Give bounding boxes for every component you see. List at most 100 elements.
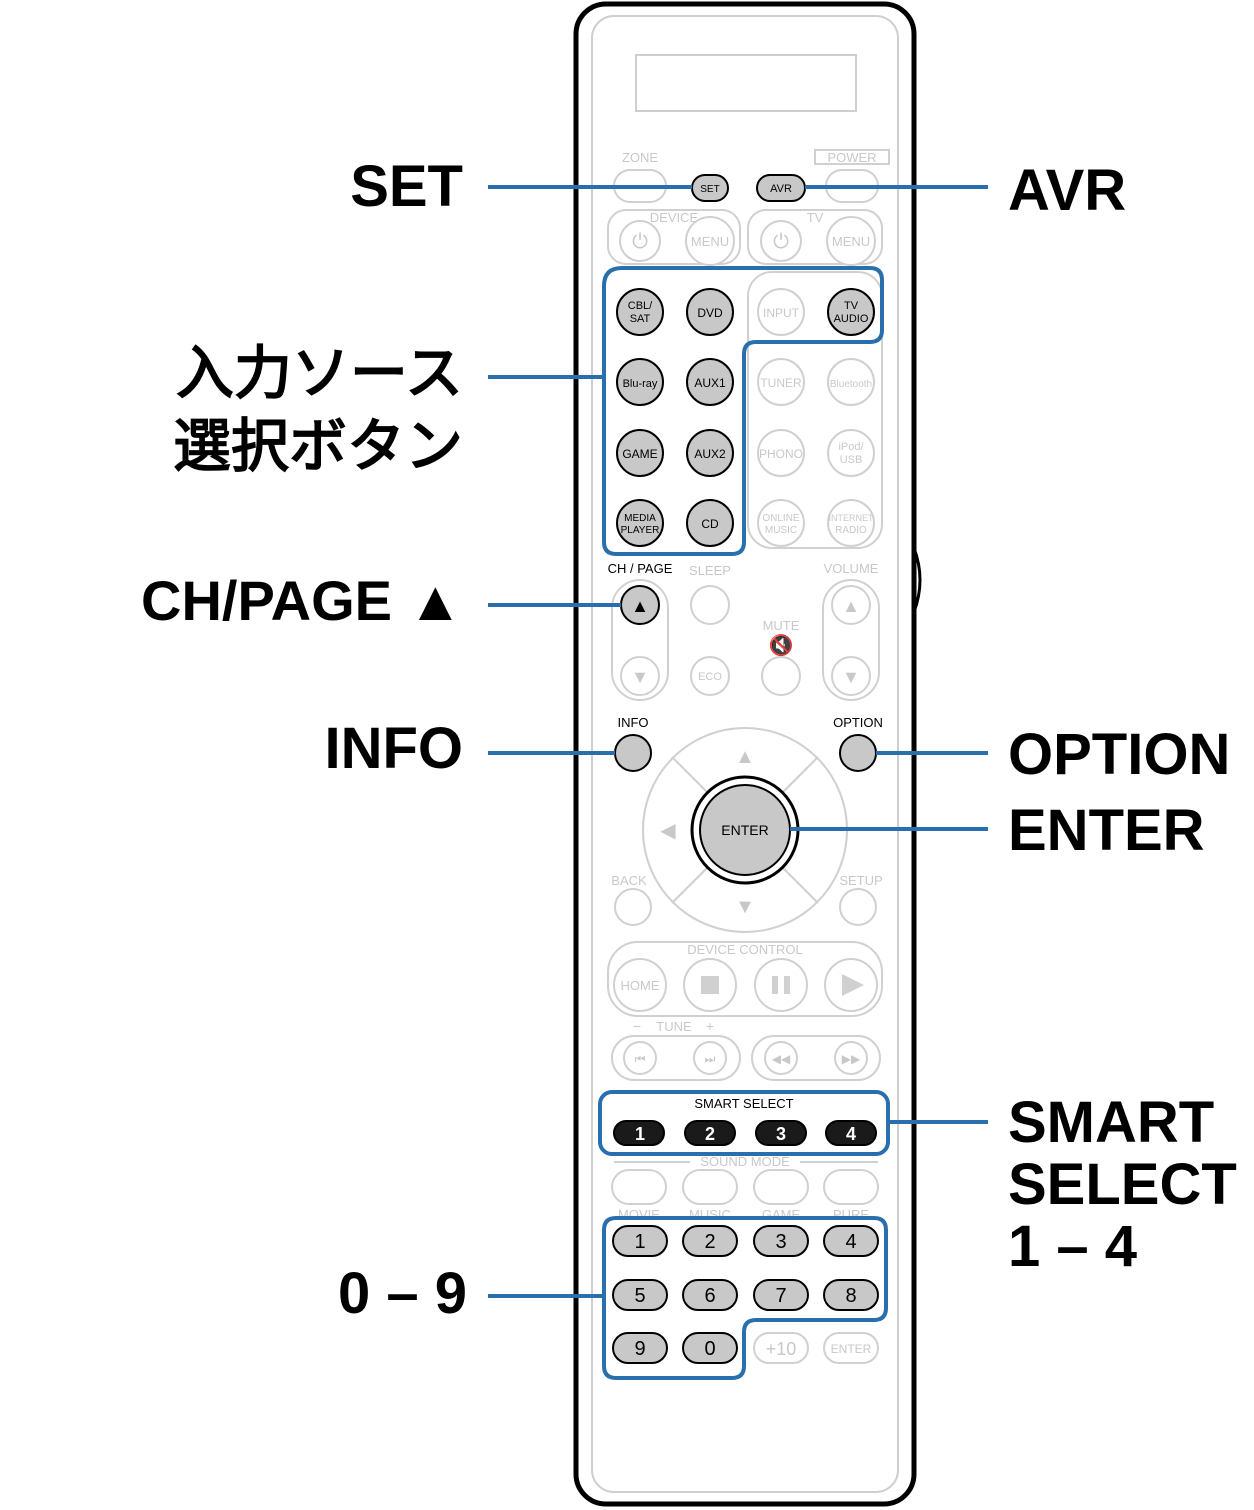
num-3-button[interactable] xyxy=(753,1225,809,1257)
game-button[interactable] xyxy=(616,429,664,477)
tv-menu-button[interactable] xyxy=(826,216,876,266)
bluray-label: Blu-ray xyxy=(623,378,658,390)
home-label: HOME xyxy=(621,978,660,993)
tune-up-button[interactable] xyxy=(693,1041,727,1075)
enter-small-button[interactable] xyxy=(823,1332,879,1364)
back-button[interactable] xyxy=(614,888,652,926)
tune-down-button[interactable] xyxy=(623,1041,657,1075)
mute-icon: 🔇 xyxy=(769,633,794,657)
tuner-button[interactable] xyxy=(757,358,805,406)
smart-select-3-button[interactable] xyxy=(755,1120,807,1146)
bluray-button[interactable] xyxy=(616,358,664,406)
plus10-button[interactable] xyxy=(753,1332,809,1364)
num-4-label: 4 xyxy=(845,1231,856,1253)
ch-page-down-icon: ▼ xyxy=(631,667,649,687)
online-music-button[interactable] xyxy=(757,499,805,547)
device-menu-button[interactable] xyxy=(685,216,735,266)
smart-select-callout-line-2: SELECT xyxy=(1008,1152,1237,1217)
media-player-button[interactable] xyxy=(616,499,664,547)
num-5-button[interactable] xyxy=(612,1279,668,1311)
avr-button-label: AVR xyxy=(770,183,792,195)
cd-button[interactable] xyxy=(686,499,734,547)
tuner-label: TUNER xyxy=(760,376,802,390)
smart-select-4-button[interactable] xyxy=(825,1120,877,1146)
device-power-button[interactable] xyxy=(619,220,661,262)
phono-button[interactable] xyxy=(757,429,805,477)
input-label: INPUT xyxy=(763,306,800,320)
bluetooth-button[interactable] xyxy=(827,358,875,406)
bluetooth-label: Bluetooth xyxy=(830,379,872,390)
num-5-label: 5 xyxy=(634,1285,645,1307)
movie-button[interactable] xyxy=(611,1169,667,1205)
back-label: BACK xyxy=(611,873,647,888)
smart-select-1-button[interactable] xyxy=(613,1120,665,1146)
aux2-button[interactable] xyxy=(686,429,734,477)
enter-small-label: ENTER xyxy=(831,1342,872,1356)
tune-label: TUNE xyxy=(656,1019,692,1034)
option-button[interactable] xyxy=(839,734,877,772)
eco-button[interactable] xyxy=(690,656,730,696)
ipod-usb-label: iPod/ xyxy=(838,441,864,453)
num-9-button[interactable] xyxy=(612,1332,668,1364)
dvd-button[interactable] xyxy=(686,288,734,336)
setup-label: SETUP xyxy=(839,873,882,888)
game-mode-button[interactable] xyxy=(753,1169,809,1205)
setup-button[interactable] xyxy=(839,888,877,926)
num-8-button[interactable] xyxy=(823,1279,879,1311)
input-button[interactable] xyxy=(757,288,805,336)
fast-forward-icon: ▶▶ xyxy=(842,1052,861,1066)
num-7-button[interactable] xyxy=(753,1279,809,1311)
tv-power-button[interactable] xyxy=(760,220,802,262)
dpad-down-icon[interactable]: ▼ xyxy=(735,896,755,918)
num-3-label: 3 xyxy=(775,1231,786,1253)
internet-radio-label-2: RADIO xyxy=(835,525,867,536)
pause-icon-bar-1 xyxy=(772,976,778,994)
skip-group xyxy=(751,1035,881,1081)
smart-select-3-label: 3 xyxy=(776,1124,786,1144)
internet-radio-button[interactable] xyxy=(827,499,875,547)
num-1-button[interactable] xyxy=(612,1225,668,1257)
game-label: GAME xyxy=(622,447,657,461)
aux1-button[interactable] xyxy=(686,358,734,406)
num-6-button[interactable] xyxy=(682,1279,738,1311)
ch-page-down-button[interactable] xyxy=(620,656,660,696)
rewind-button[interactable] xyxy=(764,1041,798,1075)
ipod-usb-button[interactable] xyxy=(827,429,875,477)
num-4-button[interactable] xyxy=(823,1225,879,1257)
power-label-frame xyxy=(814,149,890,165)
sleep-button[interactable] xyxy=(690,585,730,625)
pause-icon-bar-2 xyxy=(784,976,790,994)
num-0-button[interactable] xyxy=(682,1332,738,1364)
sound-mode-label: SOUND MODE xyxy=(700,1154,790,1169)
stop-icon xyxy=(701,976,719,994)
device-power-icon: ⏻ xyxy=(632,231,648,253)
smart-select-2-button[interactable] xyxy=(684,1120,736,1146)
ch-page-group xyxy=(611,579,669,701)
tv-audio-button[interactable] xyxy=(827,288,875,336)
smart-select-2-label: 2 xyxy=(705,1124,715,1144)
dpad-up-icon[interactable]: ▲ xyxy=(735,746,755,768)
mute-button[interactable] xyxy=(761,656,801,696)
music-button[interactable] xyxy=(682,1169,738,1205)
cbl-sat-button[interactable] xyxy=(616,288,664,336)
pause-button[interactable] xyxy=(754,958,808,1012)
cbl-sat-label-2: SAT xyxy=(630,313,651,325)
info-button[interactable] xyxy=(614,734,652,772)
power-label: POWER xyxy=(827,150,876,165)
dpad-left-icon[interactable]: ◀ xyxy=(660,820,676,842)
ipod-usb-label-2: USB xyxy=(840,454,863,466)
volume-up-button[interactable] xyxy=(831,585,871,625)
volume-down-button[interactable] xyxy=(831,656,871,696)
home-button[interactable] xyxy=(613,958,667,1012)
input-grid-frame xyxy=(747,271,883,549)
smart-select-callout-line-3: 1 – 4 xyxy=(1008,1214,1137,1279)
smart-select-callout-line-1: SMART xyxy=(1008,1090,1214,1155)
eco-label: ECO xyxy=(698,671,722,683)
num-2-label: 2 xyxy=(704,1231,715,1253)
volume-group xyxy=(822,579,880,701)
pure-button[interactable] xyxy=(823,1169,879,1205)
num-1-label: 1 xyxy=(634,1231,645,1253)
num-2-button[interactable] xyxy=(682,1225,738,1257)
fast-forward-button[interactable] xyxy=(834,1041,868,1075)
aux1-label: AUX1 xyxy=(694,376,726,390)
